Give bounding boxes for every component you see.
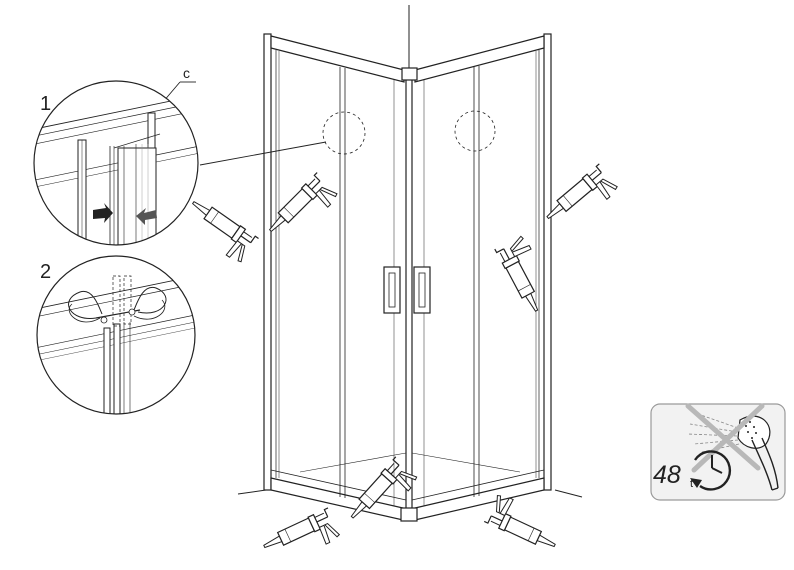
cure-time-unit: t <box>690 478 693 490</box>
detail-1 <box>33 80 199 246</box>
step-number: 1 <box>40 93 51 115</box>
detail-2 <box>36 255 196 415</box>
caulk-gun-icon <box>542 163 621 237</box>
clock-icon <box>690 450 731 491</box>
step-number: 2 <box>40 261 51 283</box>
caulk-gun-icon <box>260 507 343 569</box>
cure-time-badge: 48 t <box>650 403 786 501</box>
part-label: c <box>183 65 190 81</box>
cure-time-value: 48 <box>653 461 681 489</box>
shower-enclosure <box>199 33 552 522</box>
cross-out-icon <box>685 403 765 473</box>
room-corner-lines <box>237 5 583 498</box>
caulk-gun-icon <box>178 195 260 266</box>
